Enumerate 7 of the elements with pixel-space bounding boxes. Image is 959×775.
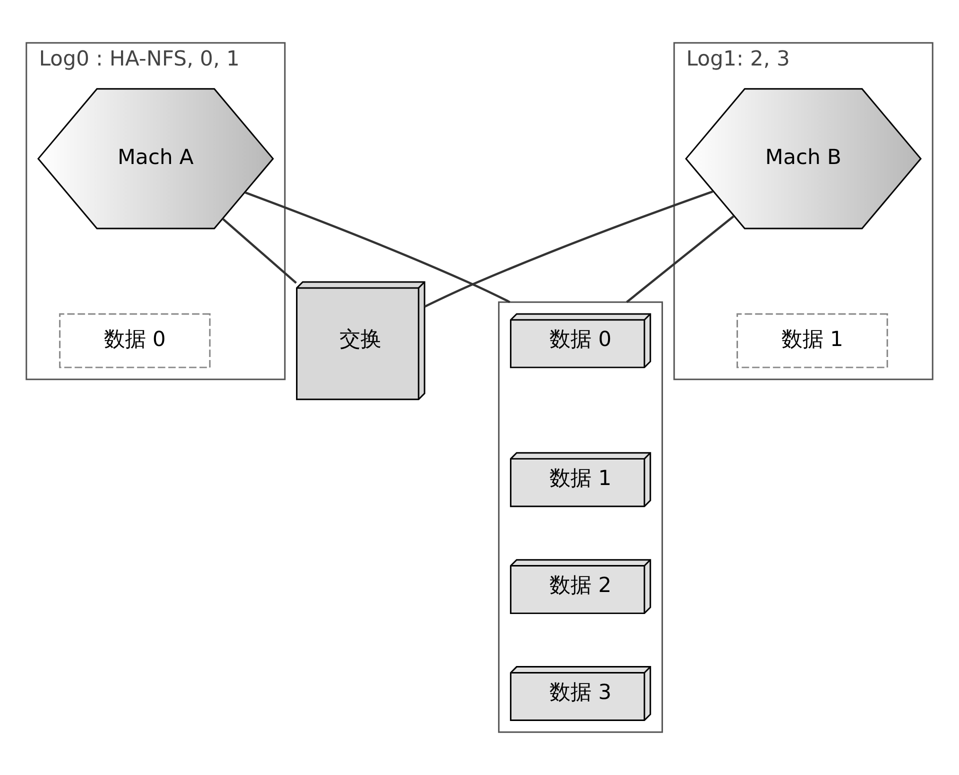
connector	[626, 215, 734, 303]
node-box: 数据 0	[59, 313, 211, 368]
connector	[424, 190, 714, 308]
connector	[222, 218, 297, 284]
connector	[244, 192, 510, 304]
cluster	[498, 301, 663, 733]
node-box: 数据 1	[736, 313, 888, 368]
